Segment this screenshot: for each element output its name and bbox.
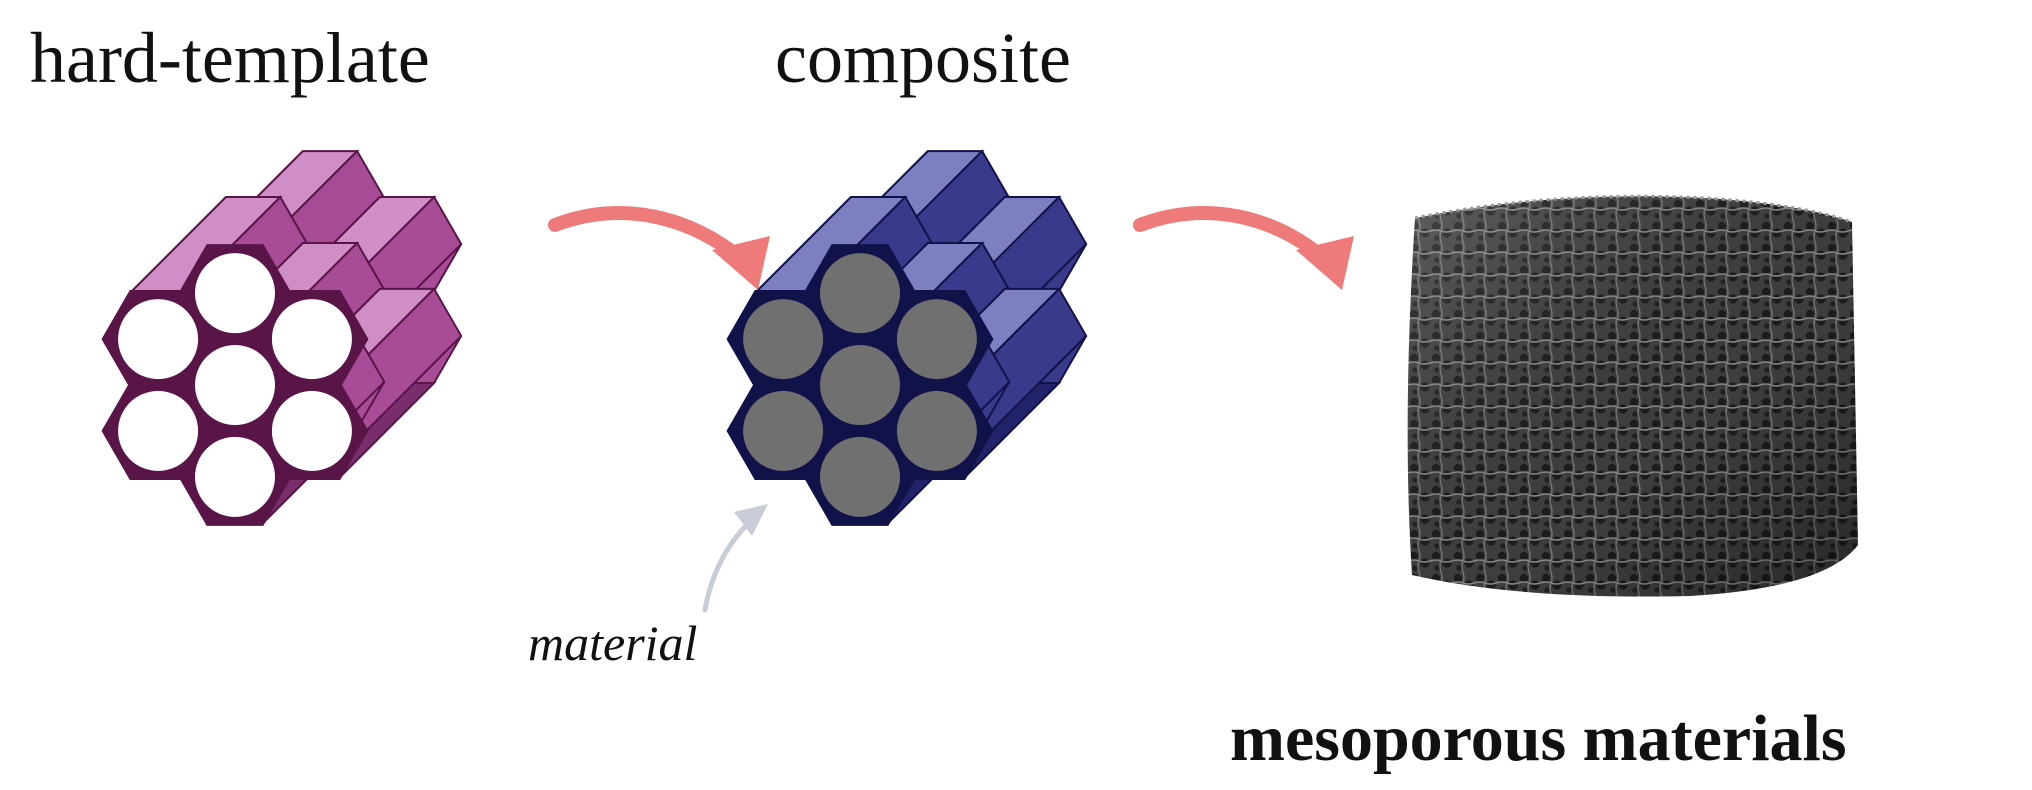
- material-pointer-arrowhead: [734, 504, 768, 536]
- process-arrow-1: [548, 206, 752, 269]
- composite-block: [726, 149, 1088, 526]
- process-arrow-2: [1133, 206, 1335, 269]
- pore: [118, 299, 199, 380]
- pore: [271, 299, 352, 380]
- pore: [896, 299, 977, 380]
- mesoporous-foam-block: [1407, 194, 1858, 597]
- pore: [743, 299, 824, 380]
- pore: [118, 390, 199, 471]
- pore: [820, 345, 900, 425]
- pore: [195, 345, 275, 425]
- product-label: mesoporous materials: [1230, 702, 1847, 775]
- pore: [743, 390, 824, 471]
- pore: [896, 390, 977, 471]
- process-arrow-1-head: [712, 236, 770, 290]
- pore: [820, 253, 900, 334]
- template-label: hard-template: [30, 18, 430, 98]
- pore: [195, 253, 275, 334]
- material-label: material: [528, 615, 697, 671]
- pore: [195, 436, 275, 517]
- hard-template-block: [101, 149, 463, 526]
- pore: [820, 436, 900, 517]
- process-arrow-2-head: [1296, 236, 1354, 290]
- composite-label: composite: [775, 18, 1071, 98]
- material-pointer-arrow: [702, 517, 755, 613]
- pore: [271, 390, 352, 471]
